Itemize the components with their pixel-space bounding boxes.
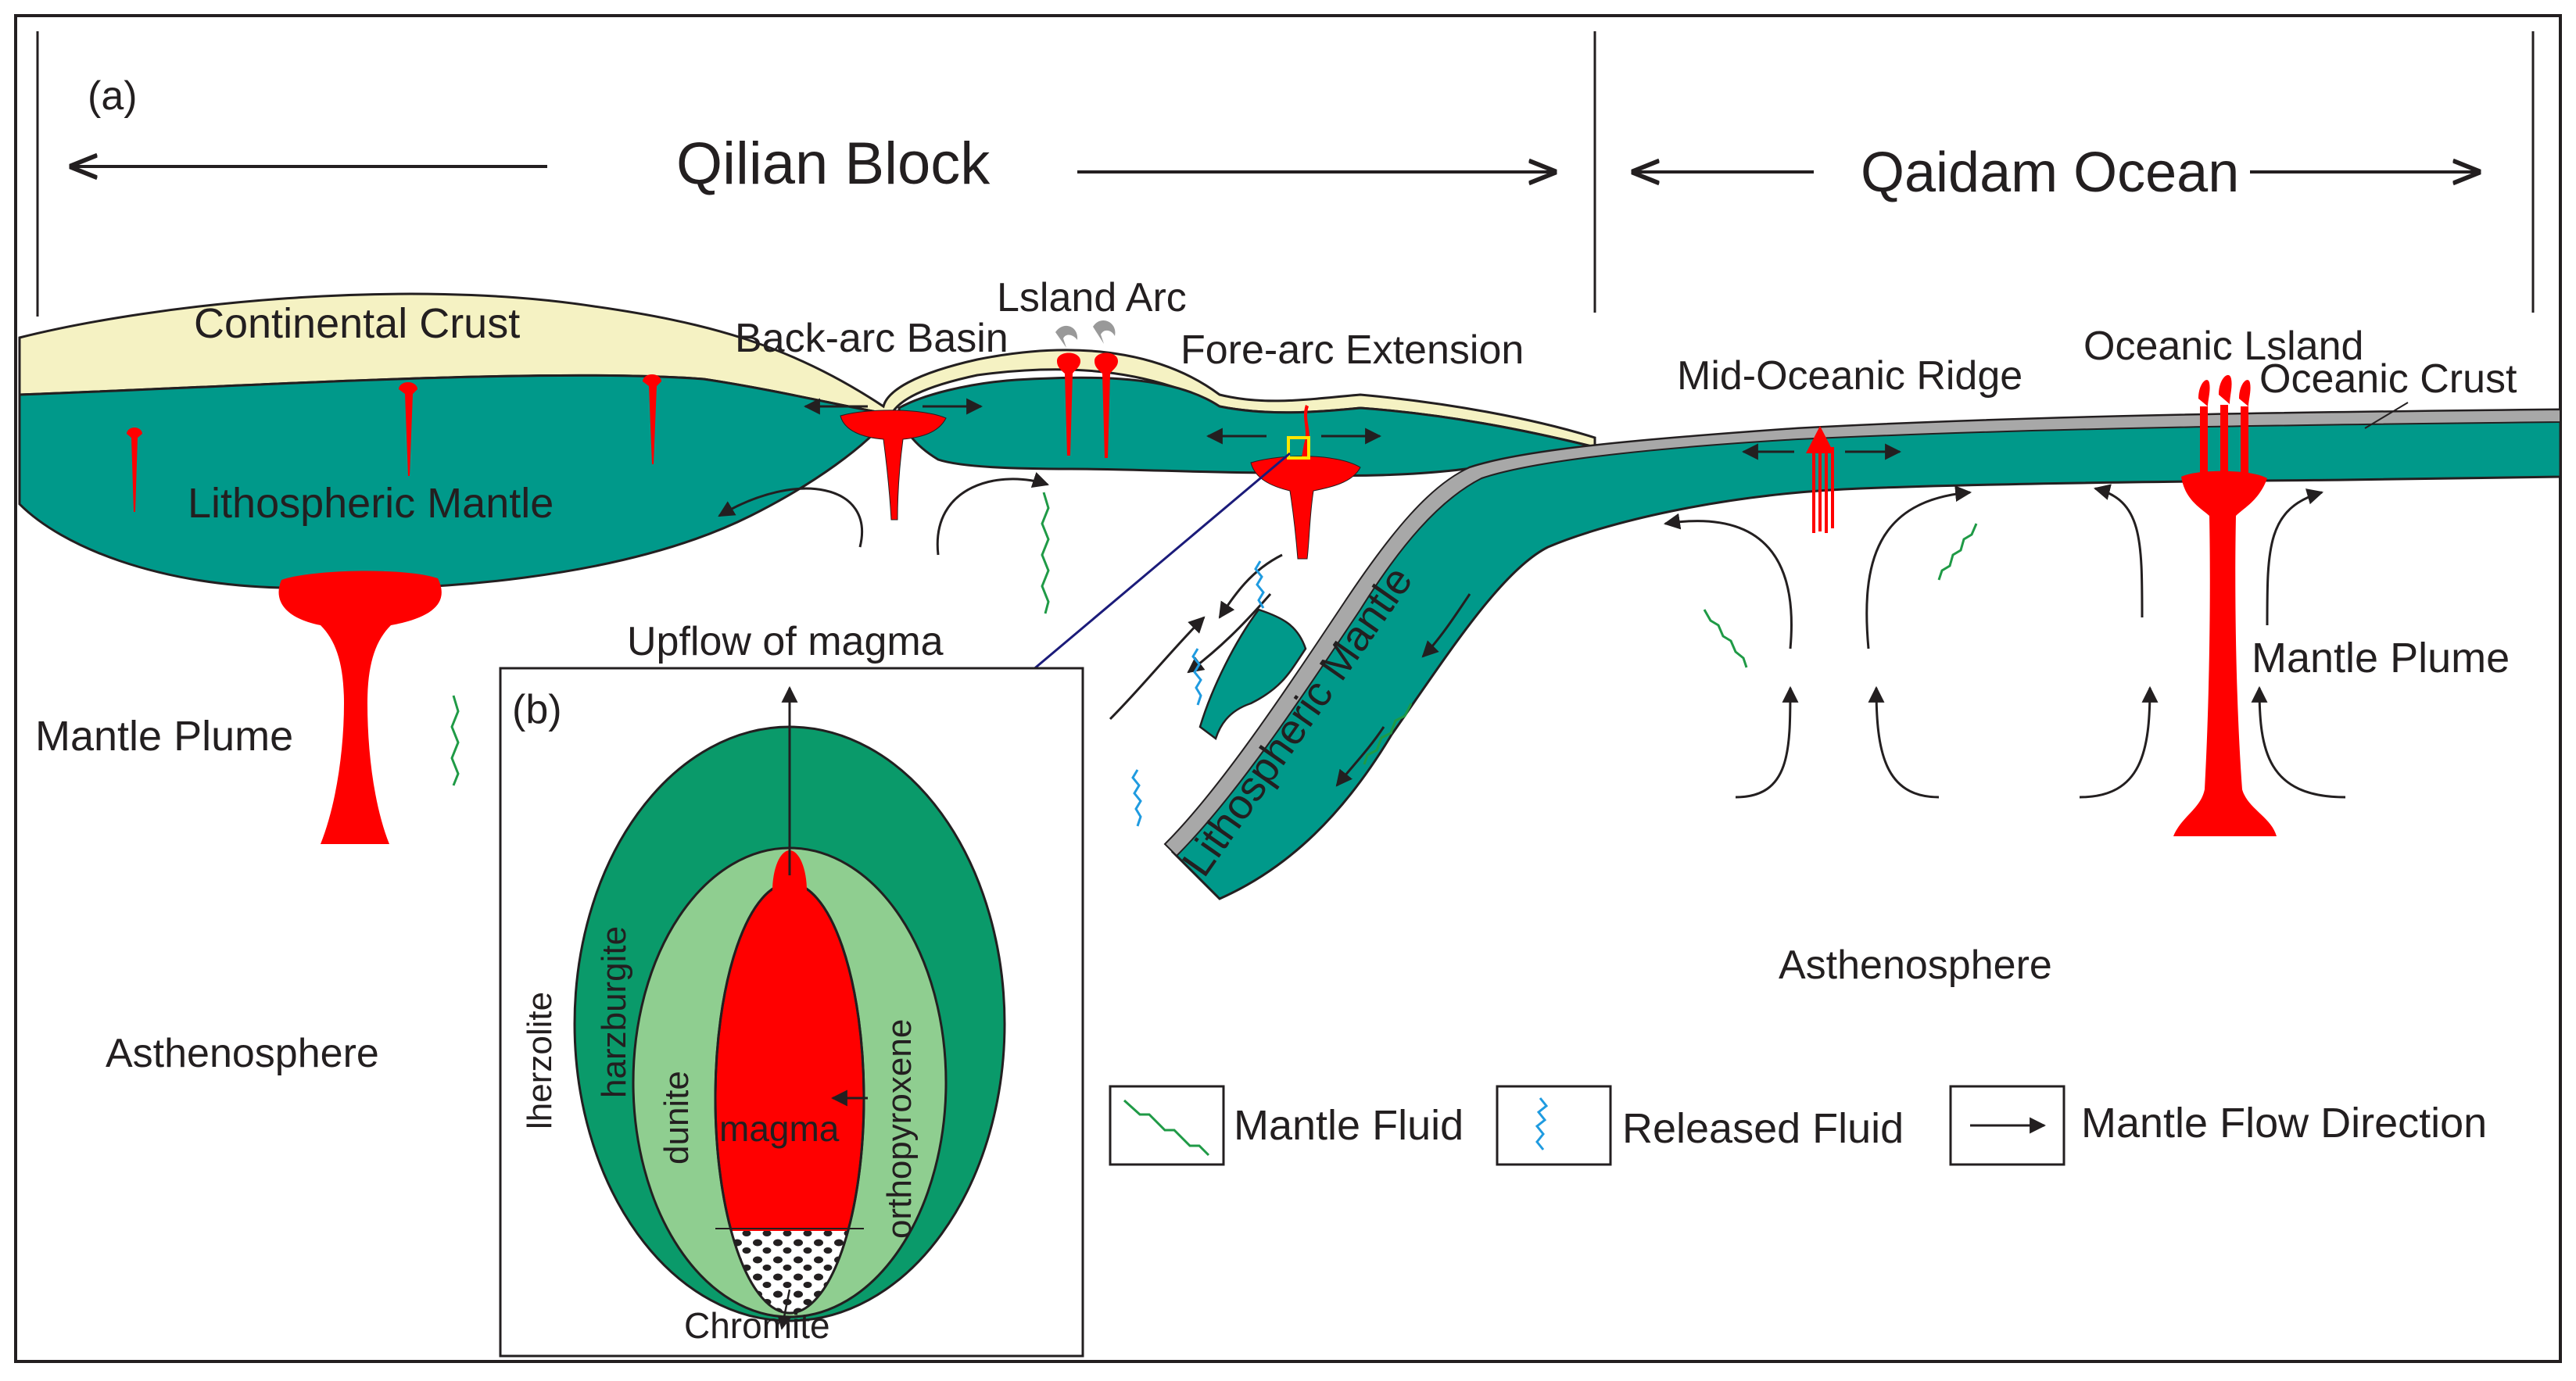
- orthopyroxene-label: orthopyroxene: [880, 1019, 919, 1239]
- qilian-block-label: Qilian Block: [676, 131, 991, 197]
- upflow-of-magma-label: Upflow of magma: [627, 619, 944, 664]
- back-arc-basin-label: Back-arc Basin: [735, 316, 1009, 361]
- legend: [1109, 1085, 2065, 1166]
- lithospheric-mantle-label: Lithospheric Mantle: [188, 480, 554, 527]
- oceanic-crust-label: Oceanic Crust: [2259, 356, 2517, 402]
- mantle-plume-left-label: Mantle Plume: [35, 713, 293, 760]
- legend-flow-direction-label: Mantle Flow Direction: [2081, 1100, 2487, 1147]
- figure-frame: [14, 14, 2562, 1363]
- legend-mantle-fluid-label: Mantle Fluid: [1234, 1102, 1464, 1149]
- chromite-label: Chromite: [684, 1305, 830, 1346]
- lithospheric-mantle-left: [18, 374, 894, 591]
- asthenosphere-right-label: Asthenosphere: [1779, 943, 2052, 988]
- magma-label: magma: [719, 1108, 840, 1149]
- mantle-fluid-squiggles: [450, 492, 1978, 786]
- released-fluid-squiggles: [1131, 560, 1265, 827]
- mantle-plume-right: [2173, 374, 2277, 836]
- back-arc-magma: [840, 410, 947, 521]
- qaidam-ocean-label: Qaidam Ocean: [1861, 141, 2239, 204]
- harzburgite-label: harzburgite: [595, 926, 633, 1098]
- mantle-plume-left: [278, 571, 442, 844]
- oceanic-crust-leader: [2364, 402, 2409, 429]
- mantle-plume-right-label: Mantle Plume: [2252, 635, 2510, 682]
- legend-released-fluid-box: [1496, 1085, 1612, 1166]
- chromite-arrow: [777, 1289, 791, 1330]
- lherzolite-label: lherzolite: [521, 992, 559, 1129]
- legend-mantle-fluid-icon: [1123, 1099, 1210, 1157]
- lithosphere-dikes: [127, 374, 661, 512]
- oceanic-island-label: Oceanic Lsland: [2083, 324, 2363, 369]
- panel-a-tag: (a): [88, 73, 138, 119]
- mid-ocean-ridge-magma: [1806, 426, 1834, 533]
- ascending-magma-blob: [772, 850, 807, 932]
- mid-oceanic-ridge-label: Mid-Oceanic Ridge: [1677, 353, 2022, 399]
- fore-arc-magma: [1250, 456, 1361, 560]
- panel-b-tag: (b): [512, 687, 562, 732]
- accreted-wedge: [1198, 608, 1307, 741]
- legend-released-fluid-label: Released Fluid: [1622, 1105, 1904, 1152]
- dunite-label: dunite: [657, 1071, 696, 1165]
- legend-released-fluid-icon: [1535, 1097, 1549, 1150]
- island-arc-label: Lsland Arc: [997, 275, 1187, 320]
- island-arc-volcanoes: [1055, 320, 1118, 458]
- asthenosphere-left-label: Asthenosphere: [106, 1031, 379, 1076]
- fore-arc-extension-label: Fore-arc Extension: [1181, 327, 1524, 373]
- continental-crust-label: Continental Crust: [194, 300, 520, 347]
- oceanic-crust: [1163, 408, 2561, 857]
- inset-tie-line: [1031, 452, 1291, 672]
- highlight-box: [1287, 436, 1310, 460]
